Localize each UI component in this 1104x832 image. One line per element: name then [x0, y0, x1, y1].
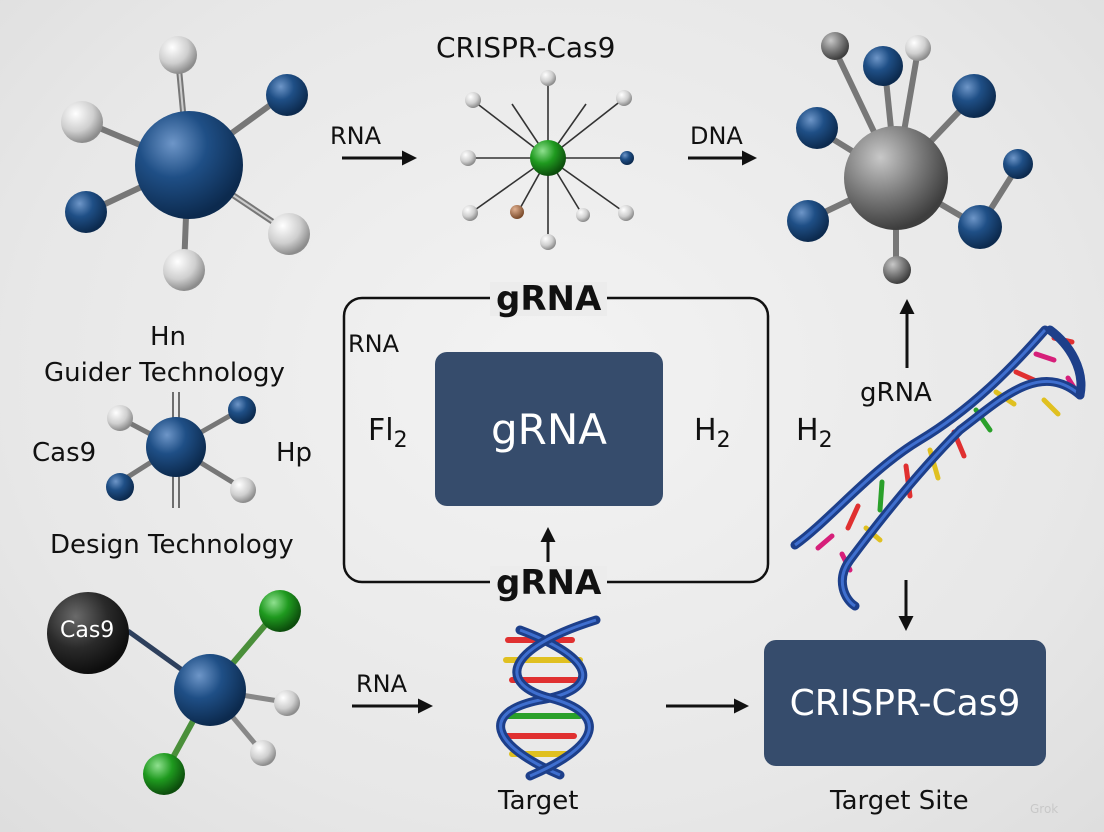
label-fl2: Fl2: [368, 416, 408, 452]
label-h2-outside-sub: 2: [818, 428, 833, 453]
label-cas9-ball: Cas9: [60, 618, 115, 643]
label-h2-outside-text: H: [796, 413, 819, 448]
label-target: Target: [498, 786, 579, 816]
crispr-cas9-box: [764, 640, 1046, 766]
center-grna-box: [435, 352, 663, 506]
dna-helix-small: [496, 615, 601, 781]
molecule-top-center: [460, 70, 634, 250]
label-cas9-left: Cas9: [32, 438, 97, 468]
label-guider-technology: Guider Technology: [44, 358, 285, 388]
label-h2-inside-text: H: [694, 413, 717, 448]
label-fl2-sub: 2: [393, 428, 408, 453]
label-rna-top: RNA: [330, 122, 382, 150]
label-rna-corner: RNA: [348, 330, 400, 358]
label-grna-frame-bottom: gRNA: [490, 566, 608, 600]
center-box-label: gRNA: [491, 404, 607, 454]
label-h2-outside: H2: [796, 416, 833, 452]
arrows: [342, 150, 915, 714]
label-fl2-text: Fl: [368, 413, 394, 448]
dna-helix-large: [790, 325, 1086, 611]
label-dna-top: DNA: [690, 122, 743, 150]
label-target-site: Target Site: [830, 786, 969, 816]
watermark: Grok: [1030, 802, 1059, 816]
label-rna-bottom: RNA: [356, 670, 408, 698]
label-grna-right: gRNA: [860, 378, 932, 408]
molecule-top-left: [61, 36, 310, 291]
molecule-middle-left: [106, 392, 256, 508]
label-hp: Hp: [276, 438, 313, 468]
label-design-technology: Design Technology: [50, 530, 294, 560]
label-hn: Hn: [150, 324, 187, 346]
label-grna-frame-top: gRNA: [490, 282, 608, 316]
title-crispr-cas9: CRISPR-Cas9: [436, 31, 616, 64]
label-h2-inside: H2: [694, 416, 731, 452]
molecule-top-right: [787, 32, 1033, 284]
label-h2-inside-sub: 2: [716, 428, 731, 453]
crispr-box-label: CRISPR-Cas9: [789, 682, 1021, 724]
molecule-bottom-left: [47, 590, 301, 795]
